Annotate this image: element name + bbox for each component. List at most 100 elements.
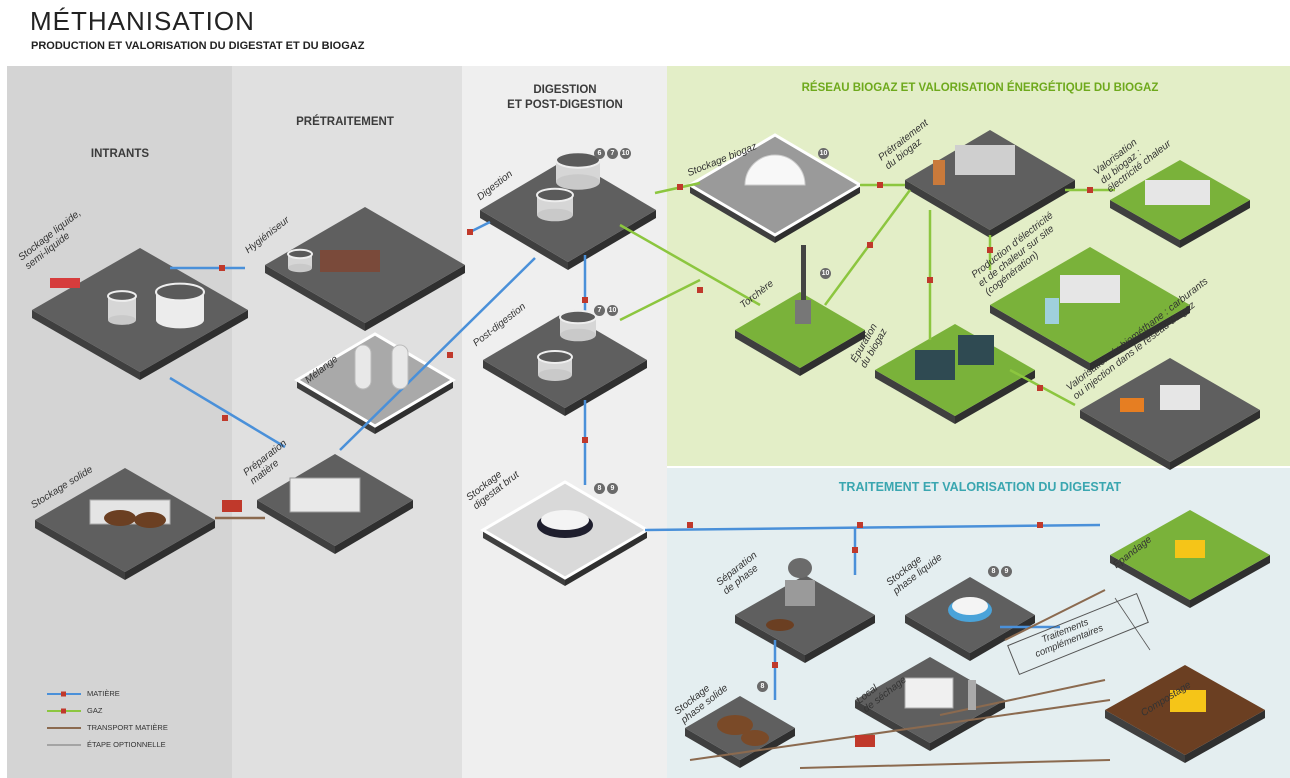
badges-digestat-brut: 8 9 xyxy=(594,483,618,494)
platform-sechage-side-right xyxy=(930,700,1005,751)
tank-postdigestion-1-base xyxy=(560,328,596,342)
platform-digestion-side-right xyxy=(568,210,656,270)
line-marker xyxy=(222,415,228,421)
station-biomethane xyxy=(1120,398,1144,412)
zone-label-pretraitement: PRÉTRAITEMENT xyxy=(296,116,394,128)
tractor-transport-2 xyxy=(855,735,875,747)
zone-label-digestion-line1: DIGESTION xyxy=(533,84,597,96)
legend-item-transport: TRANSPORT MATIÈRE xyxy=(47,719,168,736)
platform-digestat-brut-side-right xyxy=(565,530,647,586)
legend: MATIÈRE GAZ TRANSPORT MATIÈRE ÉTAPE OPTI… xyxy=(47,685,168,753)
platform-torchere xyxy=(735,292,865,368)
platform-pretraitement-biogaz-side-right xyxy=(990,180,1075,238)
line-gaz-digestion-torchere xyxy=(619,223,761,307)
heap-phase-solide-1 xyxy=(717,715,753,735)
building-preparation xyxy=(289,477,361,513)
platform-phase-solide-side-left xyxy=(685,728,740,768)
badge: 10 xyxy=(620,148,631,159)
badge: 10 xyxy=(818,148,829,159)
badge: 6 xyxy=(594,148,605,159)
building-pretraitement xyxy=(955,145,1015,175)
badges-phase-solide: 8 xyxy=(757,681,768,692)
legend-swatch-matiere xyxy=(47,691,81,696)
zone-label-intrants: INTRANTS xyxy=(90,148,150,160)
platform-valorisation-chaleur-side-right xyxy=(1180,200,1250,248)
legend-item-optionnelle: ÉTAPE OPTIONNELLE xyxy=(47,736,168,753)
line-marker xyxy=(1037,522,1043,528)
stockage-liquide-equipment xyxy=(50,278,80,288)
heap-stockage-solide-1 xyxy=(104,510,136,526)
silo-melange-2 xyxy=(391,344,409,390)
zone-label-digestion: DIGESTION ET POST-DIGESTION xyxy=(480,83,650,113)
separator-heap xyxy=(766,619,794,631)
platform-hygieniseur-side-right xyxy=(365,265,465,331)
building-biomethane xyxy=(1160,385,1200,410)
platform-separation-side-right xyxy=(805,615,875,663)
platform-separation-side-left xyxy=(735,615,805,663)
badge: 9 xyxy=(607,483,618,494)
line-marker xyxy=(1087,187,1093,193)
tank-phase-liquide-top xyxy=(952,597,988,615)
platform-phase-liquide-side-left xyxy=(905,615,970,661)
platform-cogeneration-side-left xyxy=(990,305,1090,371)
platform-epandage-side-left xyxy=(1110,555,1190,608)
badge: 8 xyxy=(757,681,768,692)
building-epuration-2 xyxy=(958,335,994,365)
dome-stockage-biogaz xyxy=(744,154,806,186)
line-gaz-postdigestion xyxy=(619,278,701,322)
cogeneration-unit xyxy=(1045,298,1059,324)
tank-stockage-liquide-1-top xyxy=(155,282,205,302)
platform-melange-side-left xyxy=(297,380,375,434)
line-marker xyxy=(677,184,683,190)
line-marker xyxy=(877,182,883,188)
platform-compostage-side-left xyxy=(1105,710,1185,763)
badge: 10 xyxy=(820,268,831,279)
platform-stockage-liquide-side-right xyxy=(140,310,248,380)
line-matiere-digestat-epandage xyxy=(644,523,1101,532)
tank-hygieniseur-top xyxy=(287,248,313,260)
tank-pretraitement-orange xyxy=(933,160,945,185)
tank-hygieniseur-base xyxy=(288,263,312,273)
line-marker xyxy=(852,547,858,553)
separator-tank xyxy=(788,558,812,578)
tank-stockage-liquide-1-base xyxy=(156,311,204,329)
silo-melange-1 xyxy=(354,344,372,390)
platform-stockage-liquide-side-left xyxy=(32,310,140,380)
line-marker xyxy=(687,522,693,528)
tank-stockage-liquide-2-top xyxy=(107,290,137,302)
platform-stockage-biogaz-side-left xyxy=(690,185,775,243)
platform-preparation-side-left xyxy=(257,500,335,554)
line-marker xyxy=(219,265,225,271)
page-title: MÉTHANISATION xyxy=(30,6,255,36)
badge: 7 xyxy=(594,305,605,316)
tank-digestion-2-base xyxy=(537,208,573,222)
platform-separation xyxy=(735,575,875,655)
tank-postdigestion-2-base xyxy=(538,369,572,381)
platform-stockage-solide-side-left xyxy=(35,520,125,580)
badge: 10 xyxy=(607,305,618,316)
loader-compostage xyxy=(1170,690,1206,712)
legend-item-matiere: MATIÈRE xyxy=(47,685,168,702)
platform-digestat-brut-side-left xyxy=(483,530,565,586)
platform-epuration-side-left xyxy=(875,370,955,424)
legend-label: GAZ xyxy=(87,706,103,715)
heap-stockage-solide-2 xyxy=(134,512,166,528)
line-optionnelle xyxy=(1114,597,1151,651)
badges-post-digestion: 7 10 xyxy=(594,305,618,316)
platform-hygieniseur-side-left xyxy=(265,265,365,331)
legend-swatch-gaz xyxy=(47,708,81,713)
legend-label: TRANSPORT MATIÈRE xyxy=(87,723,168,732)
platform-torchere-side-right xyxy=(800,330,865,376)
line-matiere-preparation-melange xyxy=(339,257,536,451)
legend-swatch-transport xyxy=(47,726,81,729)
tractor-transport-1 xyxy=(222,500,242,512)
tank-digestion-1-top xyxy=(555,151,601,169)
platform-biomethane-side-right xyxy=(1170,410,1260,470)
sechage-chimney xyxy=(968,680,976,710)
legend-swatch-optionnelle xyxy=(47,744,81,745)
line-marker xyxy=(447,352,453,358)
buildings-valorisation xyxy=(1145,180,1210,205)
line-marker xyxy=(867,242,873,248)
line-marker xyxy=(1037,385,1043,391)
